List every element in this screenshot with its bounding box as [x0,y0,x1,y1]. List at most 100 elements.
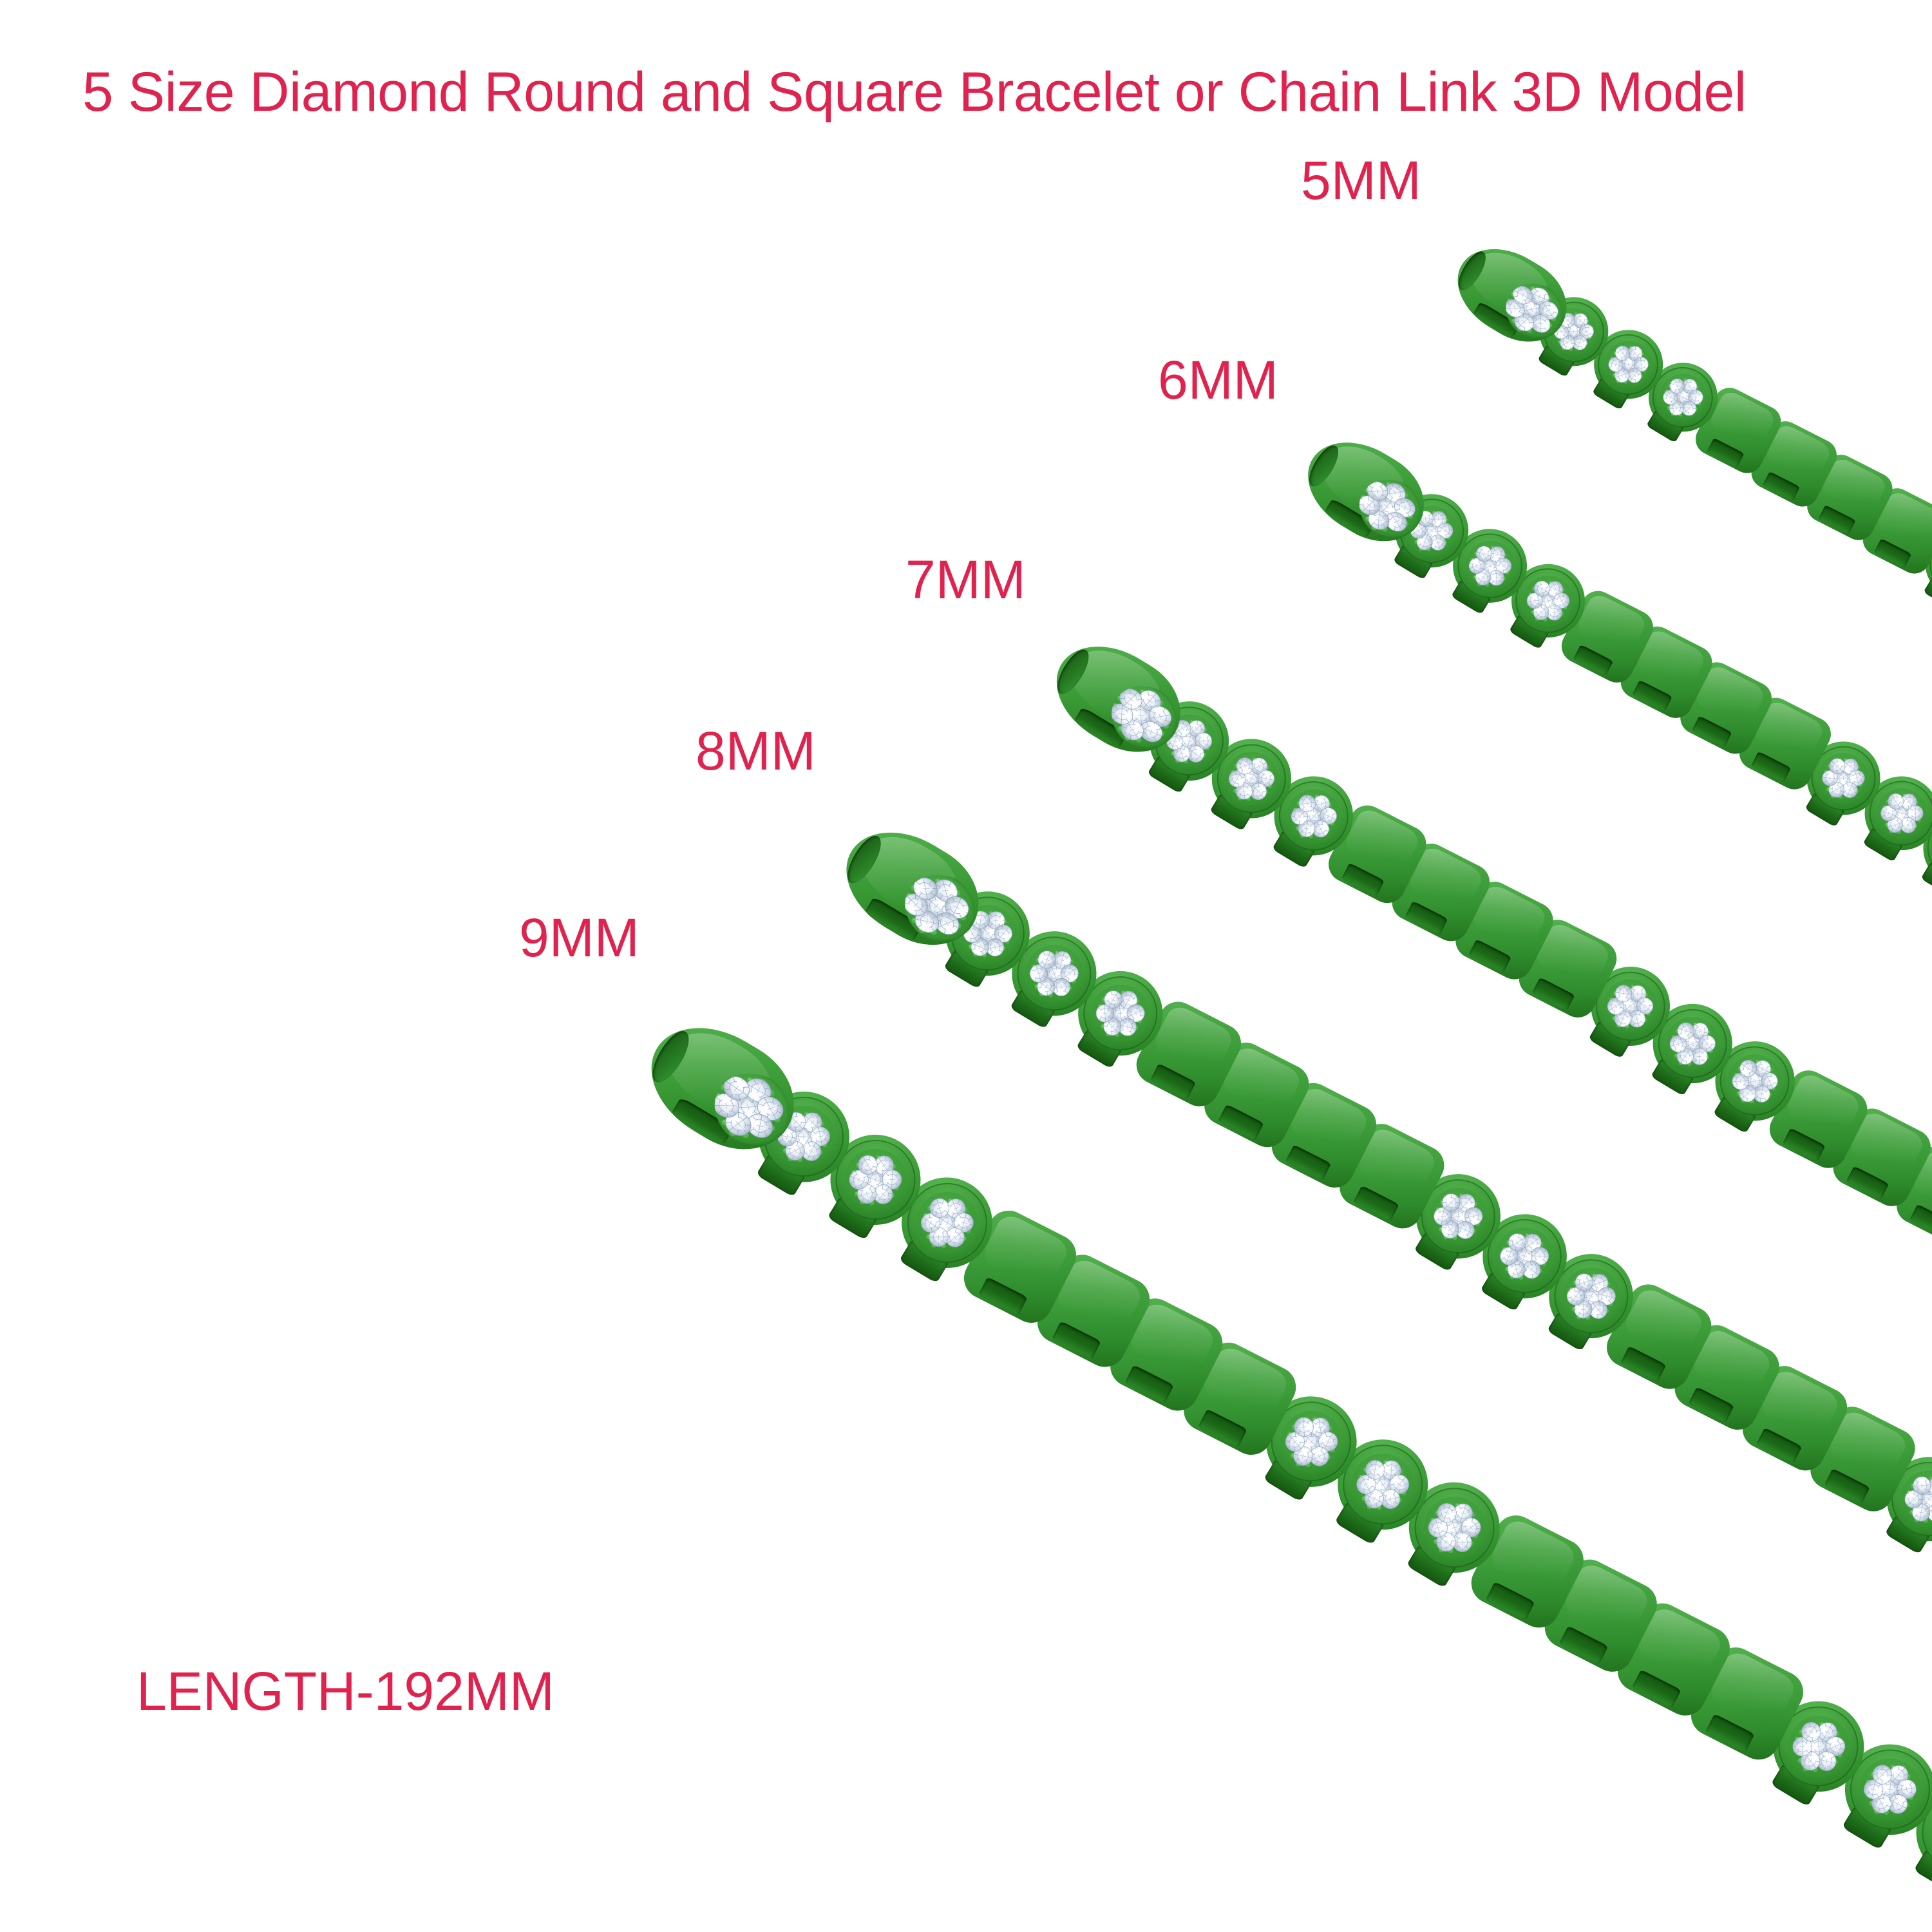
bracelet-chain-6mm[interactable] [1291,423,1932,1325]
link-pave-setting [1485,1217,1564,1296]
round-pave-link[interactable] [1533,1238,1649,1354]
link-pave-setting [1455,531,1524,600]
link-pave-setting [1718,1044,1792,1118]
link-pave-setting [1269,1399,1354,1484]
round-pave-link[interactable] [1259,762,1368,871]
diamond-pave-cluster [1166,719,1213,764]
link-pave-setting [1889,1459,1932,1539]
diamond-pave-cluster [1468,545,1511,587]
diamond-pave-cluster [693,1054,804,1160]
link-pave-setting [1809,744,1879,813]
round-pave-link[interactable] [1466,1198,1583,1314]
clasp-pave-disc [693,1054,804,1160]
link-pave-setting [1152,704,1226,778]
link-pave-setting [1412,1485,1497,1570]
diamond-pave-cluster [963,911,1012,958]
chain-clasp[interactable] [630,1004,815,1171]
diamond-pave-cluster [1291,795,1337,838]
link-pave-setting [1650,365,1715,430]
round-pave-link[interactable] [1871,1441,1932,1557]
round-pave-link[interactable] [1439,515,1540,616]
chain-clasp[interactable] [1291,423,1441,559]
diamond-pave-cluster [1864,1765,1917,1815]
link-pave-setting [1867,779,1932,848]
link-pave-setting [1551,1256,1631,1336]
round-pave-link[interactable] [1580,317,1676,412]
page-title: 5 Size Diamond Round and Square Bracelet… [82,61,1747,123]
round-pave-link[interactable] [1320,1422,1445,1547]
diamond-pave-cluster [1607,985,1654,1028]
diamond-pave-cluster [1822,758,1865,799]
link-pave-setting [1656,1007,1730,1081]
round-pave-link[interactable] [930,875,1046,992]
link-pave-setting [761,1094,846,1179]
round-pave-link[interactable] [1497,550,1599,652]
link-pave-setting [1596,332,1661,397]
diamond-pave-cluster [777,1112,831,1162]
round-pave-link[interactable] [1135,687,1244,795]
diamond-pave-cluster [885,857,987,955]
round-pave-link[interactable] [1249,1379,1374,1504]
link-pave-setting [833,1137,918,1222]
round-pave-link[interactable] [1197,724,1306,833]
diamond-pave-cluster [1434,1193,1483,1240]
diamond-pave-cluster [1792,1721,1845,1772]
bracelet-chain-7mm[interactable] [1038,625,1932,1555]
round-pave-link[interactable] [1851,762,1932,864]
diamond-pave-cluster [1356,1460,1410,1510]
round-pave-link[interactable] [1400,1158,1517,1274]
round-pave-link[interactable] [1063,955,1179,1071]
diamond-pave-cluster [1093,669,1189,761]
chain-clasp[interactable] [826,810,998,966]
round-pave-link[interactable] [1756,1684,1881,1809]
diamond-pave-cluster [1285,1417,1338,1468]
round-pave-link[interactable] [813,1117,938,1242]
diamond-pave-cluster [1553,313,1594,352]
link-pave-setting [1014,934,1094,1013]
size-label-6mm: 6MM [1158,350,1278,410]
round-pave-link[interactable] [1793,728,1895,829]
diamond-pave-cluster [1880,793,1924,834]
round-pave-link[interactable] [741,1074,866,1199]
bracelet-chain-8mm[interactable] [826,810,1932,1801]
round-pave-link[interactable] [1700,1027,1809,1135]
diamond-pave-cluster [1566,1273,1616,1320]
round-pave-link[interactable] [1635,350,1730,445]
link-pave-setting [1776,1704,1861,1789]
link-pave-setting [1848,1747,1932,1832]
diamond-pave-cluster [1608,346,1649,384]
bracelet-chain-5mm[interactable] [1441,231,1932,1077]
clasp-pave-disc [1093,669,1189,761]
diamond-pave-cluster [1029,951,1079,998]
diamond-pave-cluster [1342,464,1432,549]
round-pave-link[interactable] [996,915,1112,1031]
size-label-7mm: 7MM [905,549,1026,610]
diamond-pave-cluster [1096,990,1145,1037]
link-pave-setting [1419,1177,1498,1256]
round-pave-link[interactable] [885,1160,1010,1285]
clasp-pave-disc [1342,464,1432,549]
round-pave-link[interactable] [1576,952,1685,1061]
round-pave-link[interactable] [1828,1727,1932,1852]
chain-clasp[interactable] [1038,625,1198,772]
round-pave-link[interactable] [1526,284,1622,379]
diamond-pave-cluster [1662,379,1703,417]
link-pave-setting [1593,969,1667,1043]
link-connector-slot [1920,861,1932,897]
diamond-pave-cluster [1669,1022,1716,1066]
bracelet-chain-9mm[interactable] [630,1004,1932,1932]
size-label-5mm: 5MM [1301,150,1421,211]
round-pave-link[interactable] [1392,1465,1517,1590]
chain-clasp[interactable] [1441,231,1582,359]
link-pave-setting [1541,299,1606,365]
clasp-pave-disc [885,857,987,955]
round-pave-link[interactable] [1638,989,1747,1098]
diamond-pave-cluster [1732,1059,1778,1104]
diamond-pave-cluster [1500,1233,1549,1280]
diamond-pave-cluster [849,1155,902,1206]
diamond-pave-cluster [1490,269,1574,349]
size-label-9mm: 9MM [519,907,639,968]
link-pave-setting [1215,741,1289,816]
link-pave-setting [1276,779,1350,853]
length-label: LENGTH-192MM [137,1661,554,1721]
